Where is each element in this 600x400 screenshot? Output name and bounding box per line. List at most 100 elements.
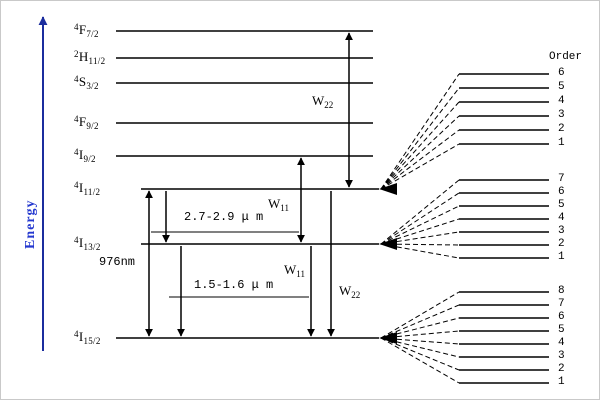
- level-superscript: 4: [74, 74, 79, 84]
- stark-order-number: 7: [558, 298, 565, 310]
- w-subscript: 22: [324, 100, 334, 110]
- stark-dashed-line: [380, 205, 460, 245]
- level-label-4i9-2: 4I9/2: [74, 147, 96, 164]
- level-superscript: 4: [74, 180, 79, 190]
- level-letter: I: [78, 329, 84, 344]
- stark-order-number: 1: [558, 376, 565, 388]
- label-rules: [151, 231, 309, 298]
- level-letter: I: [78, 180, 84, 195]
- level-lines: [116, 30, 379, 339]
- stark-order-number: 3: [558, 350, 565, 362]
- stark-fan-4i13-2: [379, 179, 549, 259]
- stark-dashed-line: [380, 179, 460, 245]
- level-superscript: 4: [74, 235, 79, 245]
- level-subscript: 11/2: [83, 187, 101, 197]
- level-letter: F: [78, 22, 87, 37]
- stark-dashed-line: [380, 337, 460, 358]
- w11-lower-label: W11: [284, 262, 305, 279]
- level-label-4i11-2: 4I11/2: [74, 180, 101, 197]
- stark-dashed-line: [380, 337, 460, 345]
- stark-dashed-line: [380, 231, 460, 245]
- w-subscript: 11: [296, 269, 305, 279]
- stark-order-number: 7: [558, 173, 565, 185]
- level-label-4i15-2: 4I15/2: [74, 329, 101, 346]
- stark-order-number: 5: [558, 81, 565, 93]
- level-subscript: 15/2: [83, 336, 101, 346]
- level-letter: S: [78, 74, 87, 89]
- w-letter: W: [284, 262, 297, 277]
- stark-dashed-line: [380, 218, 460, 245]
- level-superscript: 4: [74, 22, 79, 32]
- level-subscript: 13/2: [83, 242, 101, 252]
- w-letter: W: [339, 283, 352, 298]
- w22-upper-label: W22: [312, 93, 334, 110]
- stark-dashed-line: [380, 87, 460, 190]
- energy-axis-label: Energy: [23, 199, 38, 249]
- stark-order-number: 2: [558, 123, 565, 135]
- stark-order-number: 6: [558, 67, 565, 79]
- stark-order-number: 2: [558, 363, 565, 375]
- stark-fan-4i11-2: [379, 73, 549, 195]
- level-letter: F: [78, 114, 87, 129]
- fan-origin-wedge: [379, 238, 397, 250]
- w-letter: W: [312, 93, 325, 108]
- level-superscript: 4: [74, 329, 79, 339]
- level-superscript: 4: [74, 147, 79, 157]
- stark-dashed-line: [380, 304, 460, 339]
- level-subscript: 7/2: [86, 29, 99, 39]
- level-subscript: 11/2: [88, 56, 106, 66]
- stark-order-number: 3: [558, 225, 565, 237]
- level-letter: I: [78, 147, 84, 162]
- stark-order-number: 3: [558, 109, 565, 121]
- stark-order-number: 4: [558, 337, 565, 349]
- stark-dashed-line: [380, 129, 460, 190]
- stark-order-number: 6: [558, 186, 565, 198]
- level-label-4i13-2: 4I13/2: [74, 235, 101, 252]
- w11-upper-label: W11: [268, 196, 289, 213]
- mid-ir-wavelength-label: 2.7-2.9 μ m: [184, 210, 264, 224]
- transition-arrows: [145, 32, 353, 337]
- stark-dashed-line: [380, 243, 460, 246]
- level-subscript: 9/2: [83, 154, 96, 164]
- level-label-4s3-2: 4S3/2: [74, 74, 99, 91]
- stark-dashed-line: [380, 291, 460, 339]
- stark-order-number: 5: [558, 324, 565, 336]
- stark-order-number: 8: [558, 285, 565, 297]
- pump-wavelength-label: 976nm: [99, 255, 136, 269]
- stark-order-number: 6: [558, 311, 565, 323]
- stark-dashed-line: [380, 143, 460, 190]
- stark-dashed-line: [380, 337, 460, 384]
- stark-dashed-line: [380, 115, 460, 190]
- w-subscript: 11: [280, 203, 289, 213]
- stark-order-number: 2: [558, 238, 565, 250]
- near-ir-wavelength-label: 1.5-1.6 μ m: [194, 278, 274, 292]
- stark-dashed-line: [380, 192, 460, 245]
- stark-order-number: 5: [558, 199, 565, 211]
- stark-dashed-line: [380, 243, 460, 259]
- level-superscript: 4: [74, 114, 79, 124]
- level-subscript: 3/2: [86, 81, 99, 91]
- w22-lower-label: W22: [339, 283, 361, 300]
- level-letter: H: [78, 49, 89, 64]
- stark-dashed-line: [380, 73, 460, 190]
- stark-dashed-line: [380, 330, 460, 339]
- stark-order-number: 4: [558, 95, 565, 107]
- level-label-4f7-2: 4F7/2: [74, 22, 99, 39]
- fan-origin-wedge: [379, 183, 397, 195]
- stark-order-number: 4: [558, 212, 565, 224]
- stark-dashed-line: [380, 317, 460, 339]
- level-label-4f9-2: 4F9/2: [74, 114, 99, 131]
- stark-order-number: 1: [558, 137, 565, 149]
- stark-fan-4i15-2: [379, 291, 549, 384]
- level-superscript: 2: [74, 49, 79, 59]
- stark-dashed-line: [380, 337, 460, 371]
- order-column-header: Order: [549, 51, 583, 63]
- level-label-2h11-2: 2H11/2: [74, 49, 106, 66]
- stark-order-number: 1: [558, 251, 565, 263]
- level-subscript: 9/2: [86, 121, 99, 131]
- level-letter: I: [78, 235, 84, 250]
- w-subscript: 22: [351, 290, 361, 300]
- w-letter: W: [268, 196, 281, 211]
